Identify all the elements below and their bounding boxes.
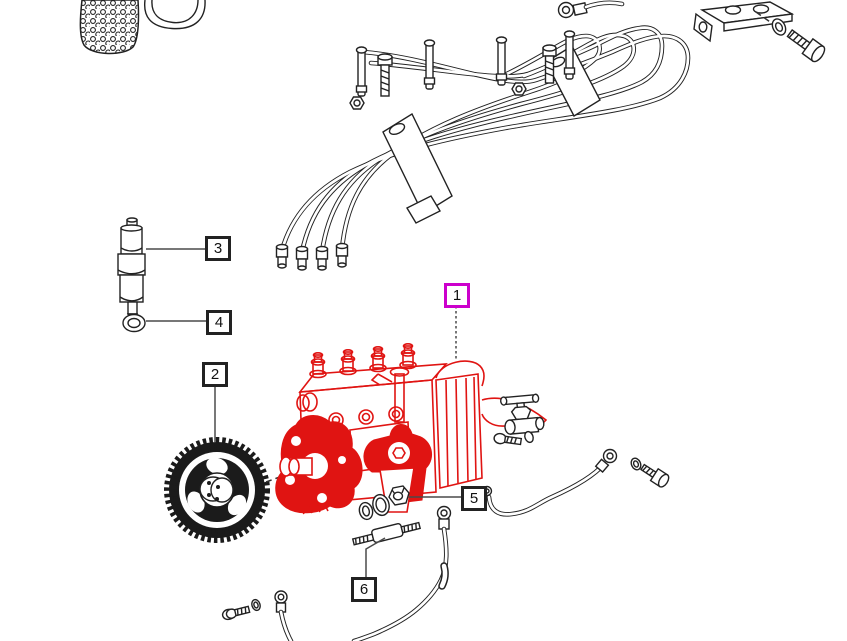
callout-3[interactable]: 3	[205, 236, 231, 261]
bracket-bolt	[786, 29, 826, 63]
line-clamp-front	[382, 112, 453, 224]
line-clamp-rear	[545, 45, 601, 117]
bolt-washer-left[interactable]	[221, 598, 262, 621]
callout-5[interactable]: 5	[461, 486, 487, 511]
mesh-strainer-part[interactable]	[79, 0, 140, 55]
fuel-hose-right[interactable]	[481, 448, 618, 517]
callout-6-number: 6	[359, 581, 369, 598]
callout-3-number: 3	[213, 240, 223, 257]
bracket-washer-bolt[interactable]	[693, 1, 827, 64]
fuel-hose-center[interactable]	[351, 505, 452, 641]
valve-bolt	[493, 432, 523, 446]
callout-1[interactable]: 1	[444, 283, 470, 308]
injector-washer-part[interactable]	[122, 313, 146, 333]
injection-pump-part[interactable]	[275, 342, 548, 515]
clamp-studs	[355, 30, 576, 97]
banjo-bolt-washer[interactable]	[629, 457, 670, 489]
injector-part[interactable]	[117, 217, 146, 323]
shutoff-valve-part[interactable]	[493, 393, 545, 447]
callout-leader-lines	[146, 248, 461, 577]
clamp-bolts	[377, 44, 557, 97]
seal-washers-nut-part[interactable]	[358, 485, 410, 521]
injection-lines-assembly[interactable]	[275, 25, 691, 271]
drive-gear-part[interactable]	[164, 437, 270, 543]
callout-1-number: 1	[452, 287, 462, 304]
clamp-nuts	[349, 82, 527, 110]
threaded-rod-part[interactable]	[351, 519, 422, 548]
callout-4-number: 4	[214, 314, 224, 331]
ring-part[interactable]	[143, 0, 206, 30]
callout-2-number: 2	[210, 366, 220, 383]
callout-6[interactable]: 6	[351, 577, 377, 602]
line-end-fittings	[275, 242, 349, 271]
top-hose-part[interactable]	[557, 0, 625, 19]
fuel-hose-left[interactable]	[274, 590, 294, 641]
callout-2[interactable]: 2	[202, 362, 228, 387]
callout-4[interactable]: 4	[206, 310, 232, 335]
callout-5-number: 5	[469, 490, 479, 507]
